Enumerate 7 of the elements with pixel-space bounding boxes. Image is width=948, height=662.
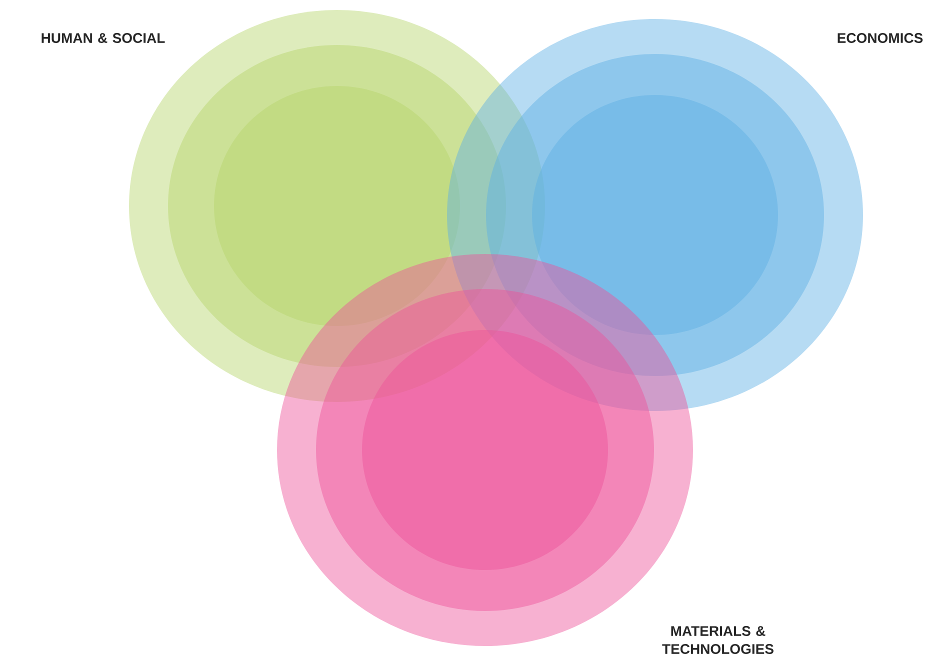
inner-circle — [362, 330, 608, 570]
heading: MATERIALS & TECHNOLOGIES — [662, 626, 774, 654]
heading: ECONOMICS — [838, 33, 923, 43]
heading: HUMAN & SOCIAL — [42, 33, 165, 43]
middle-circle — [316, 289, 654, 611]
middle-circle — [486, 54, 824, 376]
inner-circle — [532, 95, 778, 335]
